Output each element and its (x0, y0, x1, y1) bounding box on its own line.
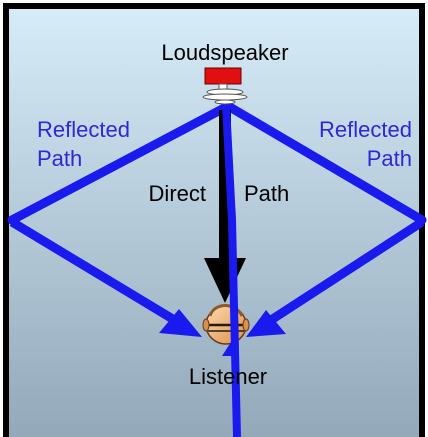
direct-sound-line (222, 105, 241, 437)
loudspeaker-icon (202, 67, 248, 105)
reflected-path-right (223, 101, 427, 337)
reflected-label-left-line2: Path (37, 146, 82, 171)
reflected-label-left-line1: Reflected (37, 117, 130, 142)
upward-arrowhead (222, 342, 238, 356)
reflected-path-left (7, 101, 233, 337)
loudspeaker-label: Loudspeaker (161, 40, 288, 65)
path-label: Path (244, 181, 289, 206)
reflected-label-right-line1: Reflected (319, 117, 412, 142)
reflected-label-right-line2: Path (367, 146, 412, 171)
listener-label: Listener (189, 364, 267, 389)
reflected-arrowhead-left (159, 309, 202, 337)
reflected-arrowhead-right (246, 310, 286, 337)
direct-label: Direct (149, 181, 206, 206)
